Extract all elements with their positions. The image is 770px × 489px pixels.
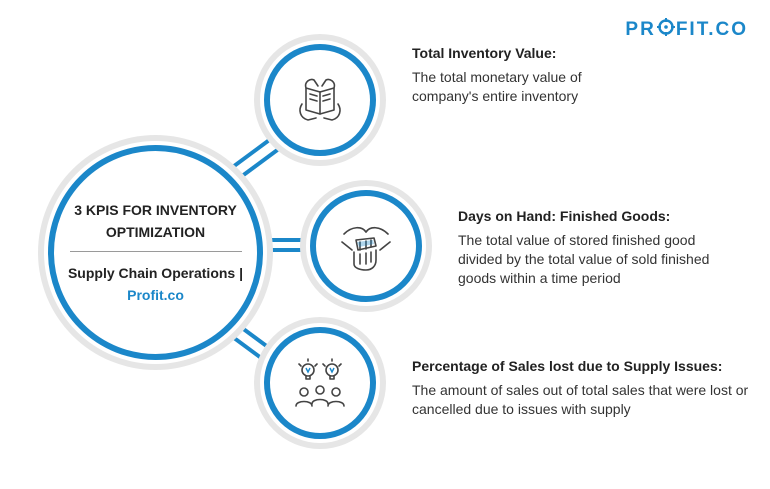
kpi-description: The amount of sales out of total sales t…	[412, 382, 749, 417]
center-subtitle-prefix: Supply Chain Operations |	[67, 265, 244, 281]
center-divider	[69, 251, 242, 252]
kpi-circle-total-inventory-value	[264, 44, 376, 156]
kpi-heading: Total Inventory Value:	[412, 45, 557, 61]
center-subtitle-brand[interactable]: Profit.co	[127, 287, 184, 303]
profit-co-logo[interactable]: PR FIT.CO	[625, 18, 748, 42]
kpi-text-total-inventory-value: Total Inventory Value: The total monetar…	[412, 44, 632, 106]
kpi-text-percentage-sales-lost: Percentage of Sales lost due to Supply I…	[412, 357, 752, 419]
kpi-description: The total monetary value of company's en…	[412, 69, 582, 104]
logo-text-pre: PR	[625, 19, 656, 40]
kpi-circle-days-on-hand	[310, 190, 422, 302]
target-icon	[656, 18, 675, 42]
kpi-heading: Days on Hand: Finished Goods:	[458, 208, 671, 224]
logo-text-post: FIT.CO	[675, 19, 748, 40]
kpi-description: The total value of stored finished good …	[458, 232, 710, 286]
center-subtitle: Supply Chain Operations | Profit.co	[66, 262, 246, 306]
kpi-circle-percentage-sales-lost	[264, 327, 376, 439]
center-hub-circle: 3 KPIS FOR INVENTORY OPTIMIZATION Supply…	[48, 145, 263, 360]
kpi-text-days-on-hand: Days on Hand: Finished Goods: The total …	[458, 207, 738, 288]
open-book-hands-icon	[299, 78, 341, 121]
kpi-heading: Percentage of Sales lost due to Supply I…	[412, 358, 723, 374]
team-ideas-icon	[295, 358, 345, 407]
stacked-hands-icon	[341, 226, 391, 271]
center-title: 3 KPIS FOR INVENTORY OPTIMIZATION	[74, 202, 237, 240]
